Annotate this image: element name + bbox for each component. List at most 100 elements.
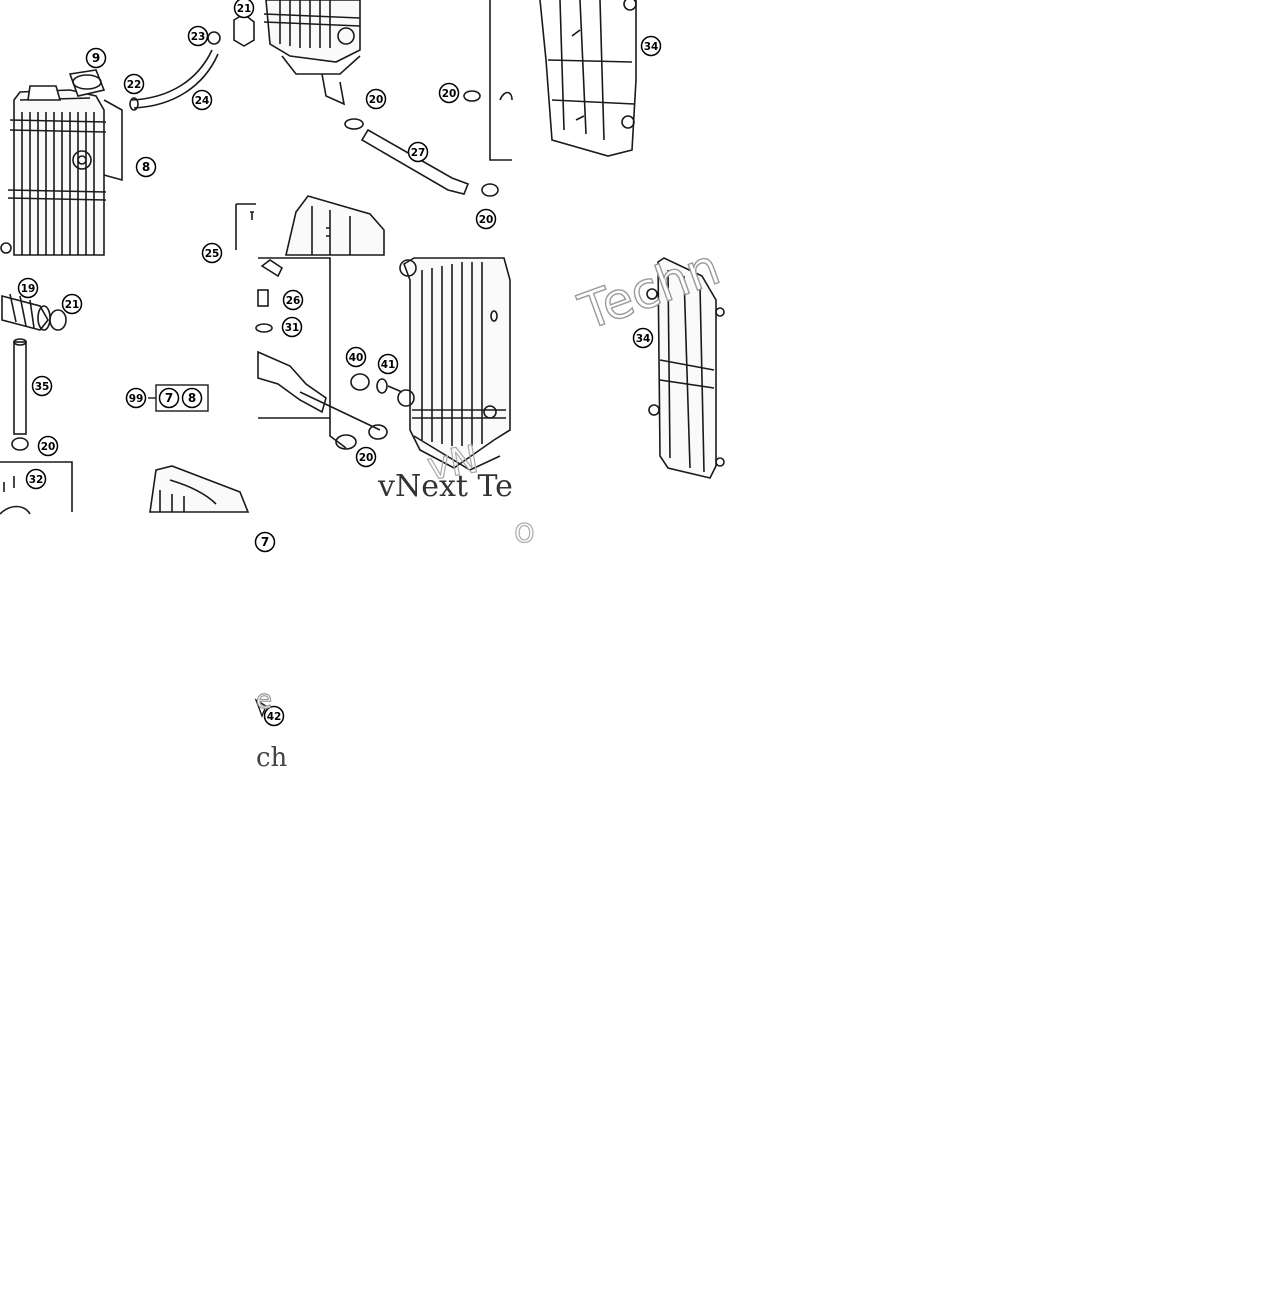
left-radiator bbox=[0, 69, 123, 256]
callout-c20e: 20 bbox=[355, 446, 377, 468]
callout-number: 35 bbox=[35, 381, 50, 393]
callout-circle bbox=[407, 141, 429, 163]
callout-number: 22 bbox=[127, 79, 142, 91]
callout-c21a: 21 bbox=[233, 0, 255, 19]
kit-box-99 bbox=[148, 384, 209, 412]
callout-circle bbox=[355, 446, 377, 468]
callout-circle bbox=[281, 316, 303, 338]
callout-number: 40 bbox=[349, 352, 364, 364]
callout-circle bbox=[125, 387, 147, 409]
callout-number: 8 bbox=[188, 391, 196, 405]
callout-c21b: 21 bbox=[61, 293, 83, 315]
callout-circle bbox=[191, 89, 213, 111]
callout-circle bbox=[233, 0, 255, 19]
watermark-text-1: vNext Te bbox=[377, 469, 513, 504]
callout-number: 26 bbox=[286, 295, 301, 307]
watermark-text-5: vN bbox=[424, 437, 482, 489]
callout-circle bbox=[25, 468, 47, 490]
watermark-text-4: e bbox=[256, 685, 272, 715]
callout-circle bbox=[123, 73, 145, 95]
callout-c99: 99 bbox=[125, 387, 147, 409]
callout-number: 20 bbox=[41, 441, 56, 453]
callout-number: 21 bbox=[237, 3, 252, 15]
callout-circle bbox=[377, 353, 399, 375]
callout-c27: 27 bbox=[407, 141, 429, 163]
callout-circle bbox=[345, 346, 367, 368]
callout-c20d: 20 bbox=[37, 435, 59, 457]
right-radiator-top bbox=[235, 0, 513, 256]
callout-circle bbox=[61, 293, 83, 315]
callout-c19: 19 bbox=[17, 277, 39, 299]
callout-number: 19 bbox=[21, 283, 36, 295]
callout-circle bbox=[187, 25, 209, 47]
callout-number: 24 bbox=[195, 95, 210, 107]
radiator-protector-top bbox=[539, 0, 637, 157]
callout-number: 32 bbox=[29, 474, 44, 486]
callout-circle bbox=[640, 35, 662, 57]
callout-circle bbox=[37, 435, 59, 457]
callout-number: 42 bbox=[267, 711, 282, 723]
callout-c8b: 8 bbox=[181, 387, 203, 409]
callout-c7b: 7 bbox=[254, 531, 276, 553]
callout-circle bbox=[632, 327, 654, 349]
lower-fragment bbox=[254, 698, 267, 718]
callout-c34b: 34 bbox=[632, 327, 654, 349]
callout-number: 9 bbox=[92, 51, 100, 65]
callout-c34a: 34 bbox=[640, 35, 662, 57]
callout-c42: 42 bbox=[263, 705, 285, 727]
callout-number: 99 bbox=[129, 393, 144, 405]
callout-c35: 35 bbox=[31, 375, 53, 397]
callout-circle bbox=[31, 375, 53, 397]
callout-c24: 24 bbox=[191, 89, 213, 111]
right-radiator bbox=[350, 257, 511, 471]
radiator-protector-side bbox=[646, 257, 725, 479]
watermark-text-6: o bbox=[514, 511, 535, 551]
callout-number: 25 bbox=[205, 248, 220, 260]
callout-c32: 32 bbox=[25, 468, 47, 490]
callout-circle bbox=[254, 531, 276, 553]
callout-c9: 9 bbox=[85, 47, 107, 69]
hose-fittings-left bbox=[0, 293, 250, 515]
callout-number: 23 bbox=[191, 31, 206, 43]
callout-number: 20 bbox=[442, 88, 457, 100]
callout-number: 31 bbox=[285, 322, 300, 334]
callout-c25: 25 bbox=[201, 242, 223, 264]
callout-number: 7 bbox=[261, 535, 269, 549]
callout-number: 21 bbox=[65, 299, 80, 311]
watermark-text-3: ch bbox=[256, 743, 288, 773]
callout-number: 7 bbox=[165, 391, 173, 405]
callout-number: 34 bbox=[636, 333, 651, 345]
callout-circle bbox=[365, 88, 387, 110]
callout-circle bbox=[85, 47, 107, 69]
callout-circle bbox=[201, 242, 223, 264]
callout-c23: 23 bbox=[187, 25, 209, 47]
callout-c20a: 20 bbox=[365, 88, 387, 110]
callout-number: 20 bbox=[479, 214, 494, 226]
callout-c7: 7 bbox=[158, 387, 180, 409]
callout-c22: 22 bbox=[123, 73, 145, 95]
callout-number: 34 bbox=[644, 41, 659, 53]
callout-number: 27 bbox=[411, 147, 426, 159]
callout-number: 20 bbox=[359, 452, 374, 464]
callout-circle bbox=[282, 289, 304, 311]
callout-circle bbox=[475, 208, 497, 230]
callout-layer: 9 22 23 21 24 8 20 20 27 20 34 25 19 21 35 99 7 8 20 32 26 31… bbox=[17, 0, 662, 727]
callout-circle bbox=[263, 705, 285, 727]
callout-c20b: 20 bbox=[438, 82, 460, 104]
callout-c26: 26 bbox=[282, 289, 304, 311]
callout-c40: 40 bbox=[345, 346, 367, 368]
callout-number: 8 bbox=[142, 160, 150, 174]
callout-c8: 8 bbox=[135, 156, 157, 178]
callout-c31: 31 bbox=[281, 316, 303, 338]
callout-circle bbox=[158, 387, 180, 409]
callout-c41: 41 bbox=[377, 353, 399, 375]
callout-circle bbox=[438, 82, 460, 104]
callout-number: 20 bbox=[369, 94, 384, 106]
callout-circle bbox=[181, 387, 203, 409]
bleed-screw-detail bbox=[255, 257, 388, 450]
callout-c20c: 20 bbox=[475, 208, 497, 230]
callout-circle bbox=[135, 156, 157, 178]
callout-circle bbox=[17, 277, 39, 299]
